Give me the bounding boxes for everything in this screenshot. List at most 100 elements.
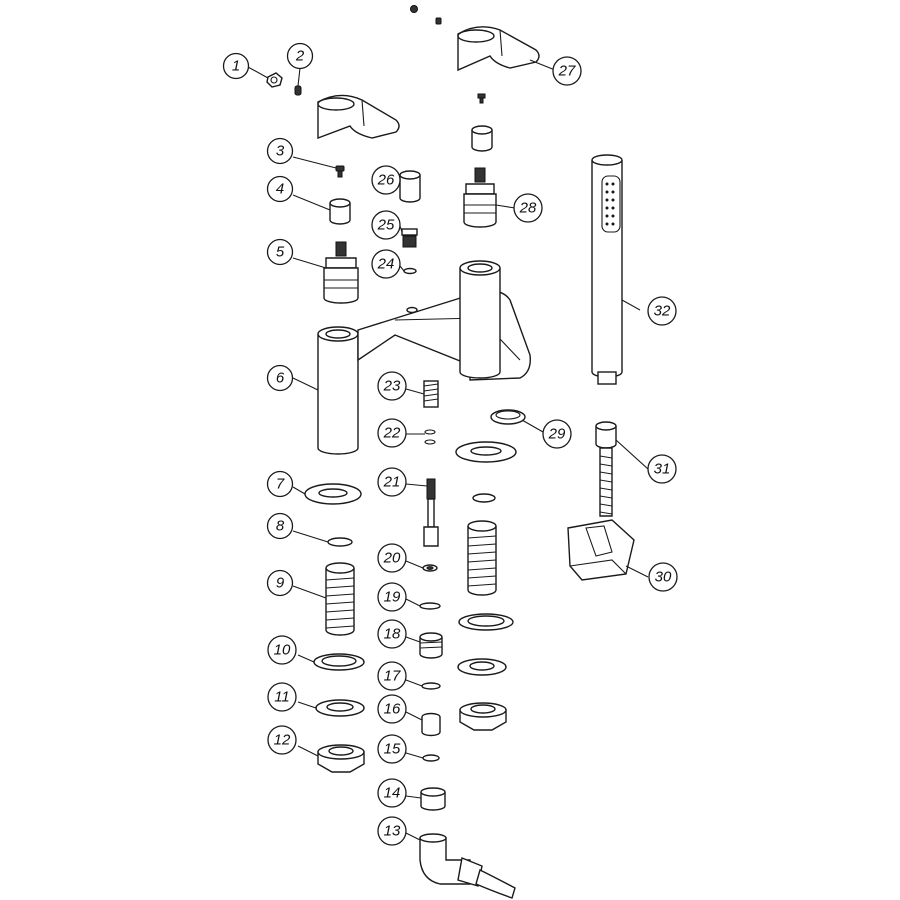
callout-25: 25 — [371, 210, 401, 240]
callout-1-label: 1 — [232, 58, 240, 75]
callout-26-label: 26 — [377, 172, 395, 189]
callout-9: 9 — [266, 569, 294, 597]
part-right-washer-1 — [458, 613, 514, 631]
part-25-spindle-adaptor — [401, 228, 418, 248]
callout-32-label: 32 — [654, 303, 671, 320]
part-11-washer — [315, 699, 365, 717]
part-18-threaded-insert — [419, 632, 443, 659]
part-10-washer — [313, 653, 365, 671]
callout-14: 14 — [377, 778, 407, 808]
part-19-o-ring — [419, 602, 441, 610]
part-17-o-ring — [421, 682, 441, 690]
callout-18-label: 18 — [384, 626, 401, 643]
callout-28: 28 — [513, 193, 543, 223]
callout-11-label: 11 — [274, 689, 290, 706]
callout-13-label: 13 — [384, 823, 401, 840]
part-6-tap-body — [317, 260, 531, 455]
callout-10: 10 — [267, 635, 297, 665]
callout-15-label: 15 — [384, 741, 401, 758]
part-right-washer-2 — [457, 658, 507, 676]
callout-24: 24 — [371, 249, 401, 279]
callout-27: 27 — [552, 56, 582, 86]
callout-15: 15 — [377, 734, 407, 764]
part-spout-washer — [455, 441, 517, 463]
part-1-nut — [266, 72, 283, 88]
part-14-nut — [420, 787, 446, 811]
callout-7-label: 7 — [276, 476, 285, 493]
callout-16: 16 — [377, 694, 407, 724]
callout-4: 4 — [266, 175, 294, 203]
part-2-grub-screw — [294, 85, 302, 96]
callout-3: 3 — [266, 137, 294, 165]
leader-lines — [247, 59, 649, 841]
callout-16-label: 16 — [384, 701, 401, 718]
callout-30: 30 — [648, 562, 678, 592]
callout-19-label: 19 — [384, 589, 401, 606]
part-9-threaded-shank — [325, 562, 355, 636]
callout-29-label: 29 — [548, 426, 566, 443]
callout-2-label: 2 — [295, 48, 305, 65]
callout-12-label: 12 — [274, 732, 291, 749]
callout-20-label: 20 — [383, 550, 401, 567]
callout-32: 32 — [647, 296, 677, 326]
callout-26: 26 — [371, 165, 401, 195]
callout-27-label: 27 — [558, 63, 576, 80]
callout-2: 2 — [286, 42, 314, 70]
callout-23-label: 23 — [383, 378, 401, 395]
part-13-elbow-connector — [419, 833, 516, 899]
callout-12: 12 — [267, 725, 297, 755]
callout-6: 6 — [266, 364, 294, 392]
part-27-sleeve — [471, 125, 493, 152]
callout-6-label: 6 — [276, 370, 285, 387]
part-30-wall-bracket — [567, 519, 635, 581]
callout-9-label: 9 — [276, 575, 285, 592]
callout-22-label: 22 — [383, 425, 401, 442]
callout-10-label: 10 — [274, 642, 291, 659]
part-22-clips — [424, 429, 436, 445]
part-24-o-ring — [403, 267, 417, 275]
part-15-o-ring — [422, 754, 440, 762]
callout-11: 11 — [267, 682, 297, 712]
callout-22: 22 — [377, 418, 407, 448]
callout-4-label: 4 — [276, 181, 284, 198]
callout-23: 23 — [377, 371, 407, 401]
part-16-nozzle — [421, 712, 441, 737]
part-right-o-ring — [472, 493, 496, 503]
part-32-hand-shower — [591, 154, 623, 385]
part-28-cartridge — [463, 167, 497, 228]
callout-31: 31 — [647, 454, 677, 484]
part-29-aerator — [490, 409, 526, 425]
part-23-spring — [423, 380, 439, 408]
part-4-sleeve — [329, 198, 351, 225]
part-26-sleeve — [399, 170, 421, 203]
part-top-screws — [410, 5, 442, 25]
callout-19: 19 — [377, 582, 407, 612]
part-7-washer — [304, 483, 362, 505]
part-3-screw — [335, 165, 345, 178]
part-right-threaded-shank — [467, 520, 497, 596]
callout-3-label: 3 — [276, 143, 285, 160]
part-5-cartridge — [323, 241, 359, 304]
callout-18: 18 — [377, 619, 407, 649]
part-12-nut — [317, 744, 365, 773]
callout-25-label: 25 — [377, 217, 395, 234]
callout-31-label: 31 — [654, 461, 671, 478]
part-21-diverter-stem — [423, 478, 439, 547]
callout-17: 17 — [377, 661, 407, 691]
part-8-o-ring — [327, 537, 353, 547]
callout-21-label: 21 — [383, 474, 401, 491]
part-27-lever-handle — [457, 26, 540, 72]
callout-13: 13 — [377, 816, 407, 846]
part-27-screw — [477, 93, 486, 104]
callout-5-label: 5 — [276, 244, 285, 261]
callout-5: 5 — [266, 238, 294, 266]
callout-8-label: 8 — [276, 518, 285, 535]
callout-1: 1 — [222, 52, 250, 80]
callout-30-label: 30 — [655, 569, 672, 586]
callout-29: 29 — [542, 419, 572, 449]
callout-7: 7 — [266, 470, 294, 498]
part-right-nut — [459, 702, 507, 731]
callout-24-label: 24 — [377, 256, 395, 273]
callout-20: 20 — [377, 543, 407, 573]
